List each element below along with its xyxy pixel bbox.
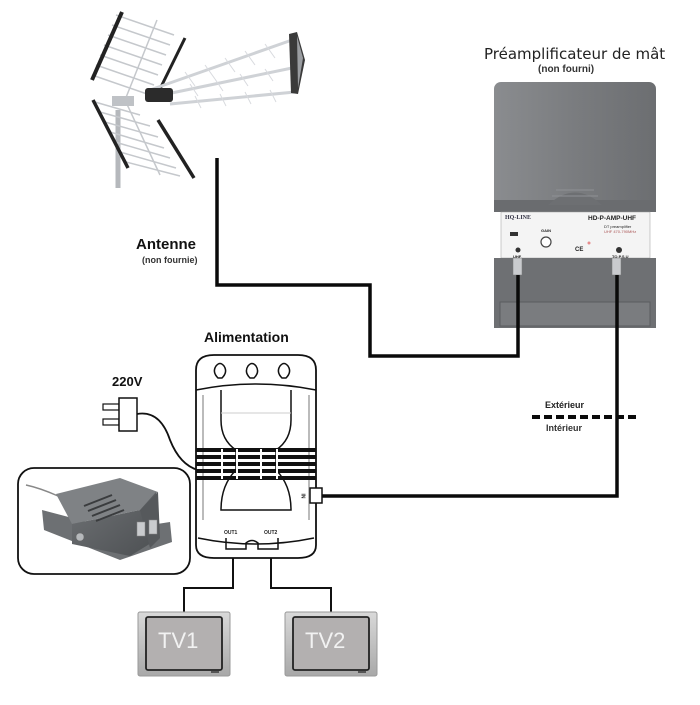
plug-body <box>118 397 138 432</box>
cable-preamp-to-power-supply <box>322 275 619 498</box>
cables <box>215 158 619 498</box>
tv2 <box>284 611 378 677</box>
preamp-model: HD-P-AMP-UHF <box>588 215 637 222</box>
voltage-label: 220V <box>112 374 143 389</box>
tv2-screen <box>292 616 370 671</box>
amp-front <box>72 492 156 556</box>
antenna-front-plate <box>289 32 305 94</box>
plug-pin-top <box>102 403 120 411</box>
antenna-reflector-lower <box>94 99 181 177</box>
amplifier-photo-inset <box>17 467 191 575</box>
amp-connector-1 <box>136 521 146 537</box>
antenna-note: (non fournie) <box>142 255 198 265</box>
preamp-title: Préamplificateur de mât <box>484 45 666 63</box>
amp-connector-side <box>75 532 85 542</box>
antenna-hub <box>145 88 173 102</box>
inset-cable <box>25 484 59 497</box>
amp-connector-2 <box>148 519 158 535</box>
uhf-port-label: UHF <box>513 254 522 259</box>
preamp-input-connector <box>512 257 523 276</box>
tv2-label: TV2 <box>305 628 346 653</box>
tv-cables <box>183 555 332 612</box>
preamp-brand: HQ-LINE <box>505 215 532 221</box>
psu-out2-label: OUT2 <box>264 530 278 536</box>
preamp-desc-2: UHF 470-790MHz <box>604 229 637 234</box>
gain-knob-icon <box>540 236 552 248</box>
tv1-screen <box>145 616 223 671</box>
amp-vents <box>83 494 125 522</box>
psu-output-notch <box>225 538 279 550</box>
gain-label: GAIN <box>541 228 551 233</box>
mounting-holes <box>213 362 291 379</box>
ce-mark: CE <box>575 247 584 253</box>
psu-out1-label: OUT1 <box>224 530 238 536</box>
tv1-label: TV1 <box>158 628 199 653</box>
plug-pin-bottom <box>102 418 120 426</box>
psu-port-icon <box>616 247 622 253</box>
indoor-label: Intérieur <box>546 423 583 433</box>
preamp-desc-1: DT preamplifier <box>604 224 632 229</box>
led-icon <box>587 241 591 245</box>
power-supply-unit <box>195 354 323 559</box>
psu-port-label: TO P.S.U <box>612 254 629 259</box>
cable-out2-to-tv2 <box>270 555 332 612</box>
antenna <box>90 11 305 188</box>
amp-top <box>56 478 158 524</box>
psu-top-cap <box>195 383 317 391</box>
psu-input-connector <box>309 487 323 504</box>
outdoor-label: Extérieur <box>545 400 585 410</box>
mast-preamplifier <box>494 82 656 328</box>
power-plug <box>102 397 199 471</box>
psu-hourglass <box>220 390 292 511</box>
preamp-output-connector <box>611 257 622 276</box>
preamp-note: (non fourni) <box>538 64 595 75</box>
psu-bottom <box>197 537 315 545</box>
preamp-panel <box>500 211 651 259</box>
cable-out1-to-tv1 <box>183 555 234 612</box>
antenna-reflector-upper <box>91 14 175 101</box>
preamp-cover <box>494 82 656 212</box>
antenna-title: Antenne <box>136 236 196 253</box>
psu-in-label: IN <box>299 493 306 499</box>
antenna-reflector-bar <box>90 11 124 81</box>
tv1 <box>137 611 231 677</box>
power-supply-title: Alimentation <box>204 329 289 345</box>
cable-antenna-to-preamp <box>215 158 520 358</box>
power-cord <box>136 412 199 471</box>
psu-vents <box>196 448 316 480</box>
antenna-directors <box>184 43 277 109</box>
uhf-port-icon <box>515 247 521 253</box>
